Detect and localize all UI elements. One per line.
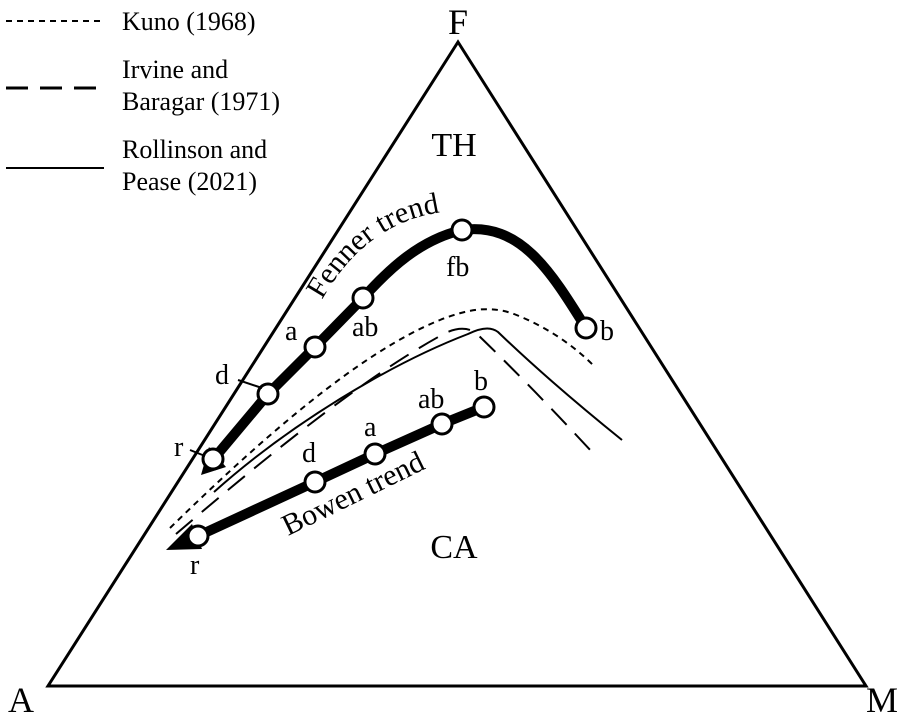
region-th-label: TH — [431, 127, 476, 164]
legend-irvine-label-line1: Irvine and — [122, 55, 228, 84]
bowen-point-r — [186, 524, 210, 548]
bowen-label-ab: ab — [418, 384, 444, 415]
fenner-point-d — [256, 382, 280, 406]
bowen-label-a: a — [364, 412, 377, 443]
kuno-boundary-curve — [169, 308, 595, 529]
vertex-m-label: M — [866, 680, 898, 720]
fenner-point-ab — [351, 286, 375, 310]
ternary-triangle — [45, 39, 869, 688]
rollinson-pease-boundary-curve — [213, 327, 623, 493]
region-ca-label: CA — [430, 529, 478, 566]
fenner-point-a — [303, 335, 327, 359]
fenner-label-a: a — [285, 316, 298, 347]
legend: Kuno (1968) Irvine and Baragar (1971) Ro… — [6, 7, 280, 196]
legend-irvine-label-line2: Baragar (1971) — [122, 87, 280, 116]
bowen-label-d: d — [302, 438, 316, 469]
fenner-point-r — [201, 447, 225, 471]
bowen-label-r: r — [190, 550, 200, 581]
bowen-point-a — [363, 442, 387, 466]
fenner-label-r-leader — [189, 449, 206, 457]
legend-kuno-label: Kuno (1968) — [122, 7, 256, 36]
vertex-f-label: F — [448, 2, 468, 42]
fenner-label-d-leader — [237, 379, 263, 389]
fenner-trend-line — [212, 224, 591, 460]
legend-rollinson-label-line2: Pease (2021) — [122, 167, 257, 196]
bowen-point-ab — [430, 412, 454, 436]
fenner-label-ab: ab — [352, 312, 378, 343]
bowen-point-b — [472, 395, 496, 419]
bowen-label-b: b — [474, 366, 488, 397]
bowen-point-d — [303, 470, 327, 494]
legend-rollinson-label-line1: Rollinson and — [122, 135, 267, 164]
fenner-label-r: r — [174, 432, 184, 463]
fenner-label-fb: fb — [446, 252, 469, 283]
fenner-label-b: b — [600, 316, 614, 347]
irvine-baragar-boundary-curve — [175, 327, 593, 535]
vertex-a-label: A — [8, 680, 34, 720]
fenner-label-d: d — [215, 360, 229, 391]
fenner-point-b — [574, 316, 598, 340]
fenner-point-fb — [450, 218, 474, 242]
